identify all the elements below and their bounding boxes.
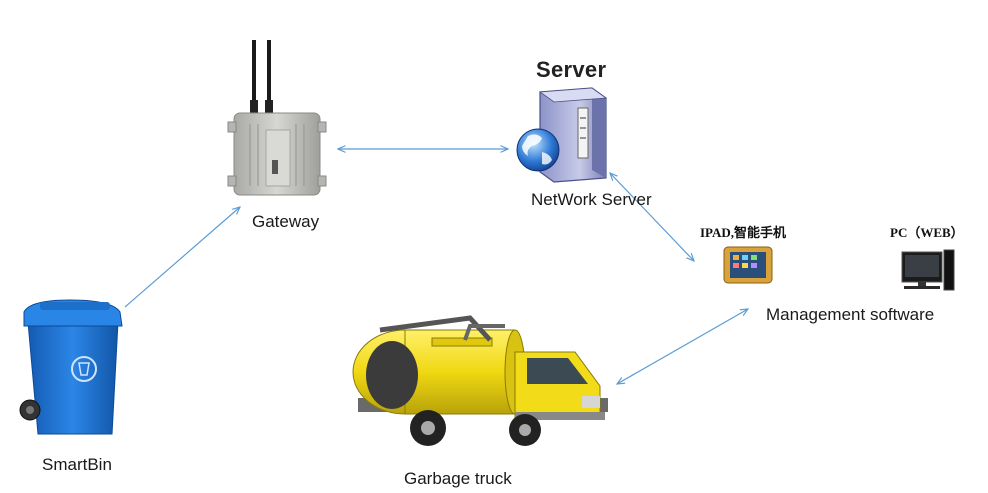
garbage-truck-icon xyxy=(352,315,608,446)
server-title: Server xyxy=(536,57,607,82)
smartbin-label: SmartBin xyxy=(42,455,112,474)
gateway-icon xyxy=(227,40,327,196)
arrow-server-management xyxy=(610,173,694,261)
connection-arrows xyxy=(124,149,748,384)
server-icon xyxy=(516,87,608,183)
network-server-label: NetWork Server xyxy=(531,190,652,209)
smartbin-icon xyxy=(19,299,123,435)
arrow-truck-management xyxy=(617,309,748,384)
arrow-bin-to-gateway xyxy=(124,207,240,308)
garbage-truck-label: Garbage truck xyxy=(404,469,512,488)
ipad-label: IPAD,智能手机 xyxy=(700,225,787,240)
tablet-icon xyxy=(723,246,773,284)
gateway-label: Gateway xyxy=(252,212,320,231)
pc-label: PC（WEB） xyxy=(890,225,964,240)
management-software-label: Management software xyxy=(766,305,935,324)
pc-icon xyxy=(901,249,955,291)
